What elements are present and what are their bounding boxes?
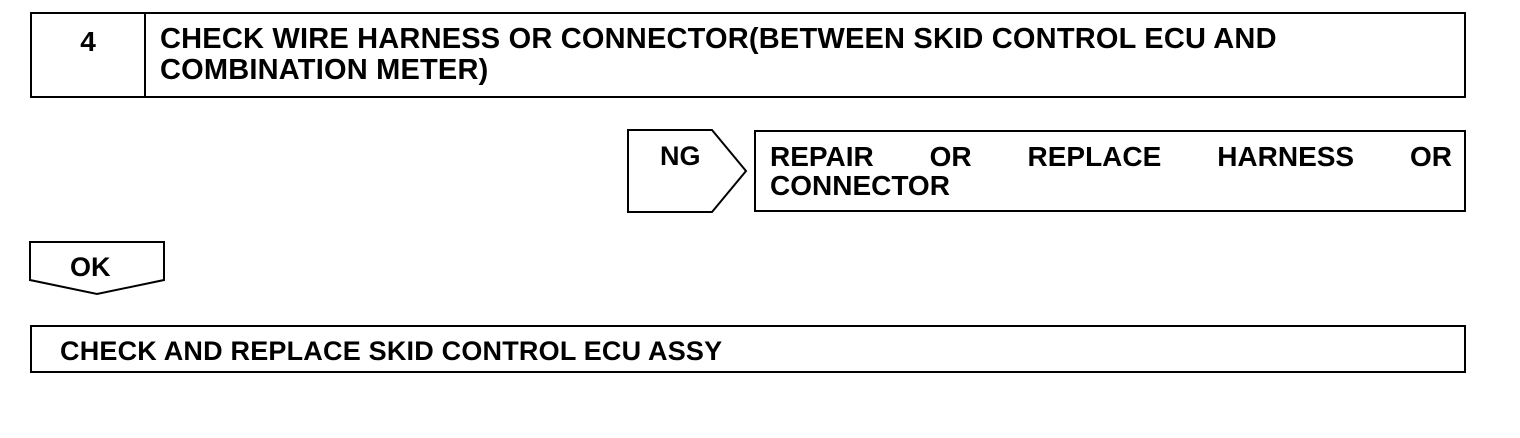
ng-word: OR [929,141,972,172]
ok-label: OK [70,252,111,282]
step-title: CHECK WIRE HARNESS OR CONNECTOR(BETWEEN … [160,23,1277,86]
ng-action-line1: REPAIR OR REPLACE HARNESS OR [770,142,1452,171]
ng-word: REPAIR [770,141,874,172]
ng-label: NG [660,141,701,171]
ng-action-box: REPAIR OR REPLACE HARNESS OR CONNECTOR [754,130,1466,212]
ng-word: REPLACE [1027,141,1162,172]
ng-word: HARNESS [1217,141,1355,172]
step-number: 4 [32,14,146,96]
final-action-box: CHECK AND REPLACE SKID CONTROL ECU ASSY [30,325,1466,373]
ng-word: OR [1410,141,1452,172]
ng-action-text: REPAIR OR REPLACE HARNESS OR CONNECTOR [770,142,1452,200]
final-action-text: CHECK AND REPLACE SKID CONTROL ECU ASSY [60,336,723,366]
step-box: 4 CHECK WIRE HARNESS OR CONNECTOR(BETWEE… [30,12,1466,98]
ok-arrow-shape [29,241,165,296]
ng-arrow-shape [627,129,748,213]
ng-action-line2: CONNECTOR [770,170,950,201]
